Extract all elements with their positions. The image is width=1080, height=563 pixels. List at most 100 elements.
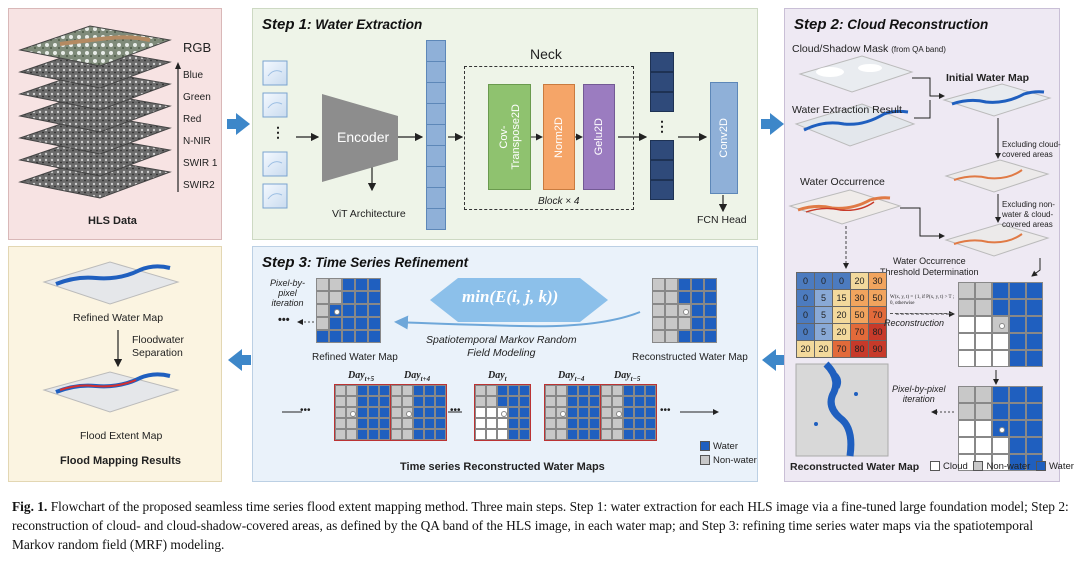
step2-title-prefix: Step 2	[794, 16, 840, 33]
day-label: Dayt	[488, 370, 507, 383]
legend-nonwater-swatch-step3	[700, 455, 710, 466]
grid-cell	[391, 407, 402, 418]
grid-cell	[424, 385, 435, 396]
grid-cell	[992, 299, 1009, 316]
reconstructed-map-label: Reconstructed Water Map	[790, 461, 920, 473]
grid-cell	[316, 291, 329, 304]
grid-cell	[475, 385, 486, 396]
grid-cell	[368, 304, 381, 317]
target-pixel-marker	[500, 410, 507, 417]
legend-cloud-label: Cloud	[943, 461, 968, 472]
grid-cell	[589, 429, 600, 440]
grid-cell	[612, 407, 623, 418]
grid-cell	[424, 396, 435, 407]
refined-map-label: Refined Water Map	[312, 352, 398, 363]
grid-cell	[368, 330, 381, 343]
target-pixel-marker	[998, 426, 1005, 433]
time-series-grid	[544, 384, 601, 441]
excluded-nonwater-map	[944, 223, 1050, 257]
grid-cell	[368, 429, 379, 440]
grid-cell	[634, 429, 645, 440]
reconstructed-water-map-image	[795, 361, 889, 457]
grid-cell	[665, 278, 678, 291]
grid-cell	[1026, 299, 1043, 316]
grid-cell	[623, 429, 634, 440]
grid-cell	[346, 429, 357, 440]
grid-cell	[958, 333, 975, 350]
conv2d-block: Conv2D	[710, 82, 738, 194]
grid-cell	[357, 396, 368, 407]
grid-cell	[497, 396, 508, 407]
grid-cell	[355, 330, 368, 343]
grid-cell	[678, 291, 691, 304]
block-repeat-label: Block × 4	[538, 196, 580, 207]
day-label: Dayt+5	[348, 370, 375, 383]
grid-cell	[652, 278, 665, 291]
grid-cell	[704, 317, 717, 330]
grid-cell	[992, 420, 1009, 437]
hls-data-label: HLS Data	[88, 215, 137, 227]
reconstructed-grid	[652, 278, 717, 343]
flood-mapping-results-label: Flood Mapping Results	[60, 455, 181, 467]
refined-water-map-image	[42, 261, 180, 305]
grid-cell	[391, 418, 402, 429]
legend-water-label-step3: Water	[713, 441, 738, 452]
grid-cell	[402, 407, 413, 418]
token-cell	[427, 62, 445, 83]
grid-cell	[475, 429, 486, 440]
grid-cell	[556, 407, 567, 418]
step2-legend: Cloud Non-water Water	[930, 461, 1074, 472]
grid-cell	[357, 407, 368, 418]
legend-water-swatch	[1035, 461, 1046, 472]
grid-cell	[346, 396, 357, 407]
grid-cell	[623, 407, 634, 418]
grid-cell	[346, 407, 357, 418]
grid-cell	[413, 418, 424, 429]
arrow-step3-to-results-body	[241, 355, 251, 365]
grid-cell	[601, 429, 612, 440]
grid-cell	[413, 407, 424, 418]
grid-cell	[1009, 333, 1026, 350]
input-patch	[262, 60, 288, 86]
series-dots-left: •••	[300, 405, 311, 416]
grid-cell	[1009, 437, 1026, 454]
grid-cell	[691, 278, 704, 291]
grid-cell	[556, 396, 567, 407]
grid-cell	[1009, 386, 1026, 403]
grid-cell	[335, 407, 346, 418]
grid-cell	[975, 282, 992, 299]
grid-cell	[678, 304, 691, 317]
flood-extent-map-image	[42, 371, 180, 413]
grid-cell	[486, 385, 497, 396]
heatmap-cell: 30	[868, 272, 887, 290]
grid-cell	[435, 396, 446, 407]
grid-cell	[424, 407, 435, 418]
grid-cell	[329, 330, 342, 343]
grid-cell	[519, 418, 530, 429]
grid-cell	[612, 396, 623, 407]
grid-cell	[992, 350, 1009, 367]
day-subscript: t−4	[574, 375, 585, 383]
arrow-step1-to-step2-body	[761, 119, 771, 129]
legend-nonwater-label-step3: Non-water	[713, 455, 757, 466]
reconstructed-map-label-step3: Reconstructed Water Map	[632, 352, 748, 363]
grid-cell	[634, 407, 645, 418]
grid-cell	[497, 407, 508, 418]
arrow-step2-to-step3	[762, 349, 776, 371]
grid-cell	[589, 385, 600, 396]
grid-cell	[486, 418, 497, 429]
output-token-cell	[650, 160, 674, 180]
grid-cell	[435, 385, 446, 396]
grid-cell	[316, 278, 329, 291]
vit-label: ViT Architecture	[332, 208, 406, 220]
target-pixel-marker	[682, 308, 689, 315]
output-token-cell	[650, 140, 674, 160]
cloud-mask-map	[798, 55, 914, 93]
grid-cell	[379, 418, 390, 429]
grid-cell	[704, 304, 717, 317]
grid-cell	[645, 407, 656, 418]
formula-divider	[890, 313, 952, 314]
grid-cell	[589, 407, 600, 418]
block-cov-transpose2d: Cov- Transpose2D	[488, 84, 531, 190]
